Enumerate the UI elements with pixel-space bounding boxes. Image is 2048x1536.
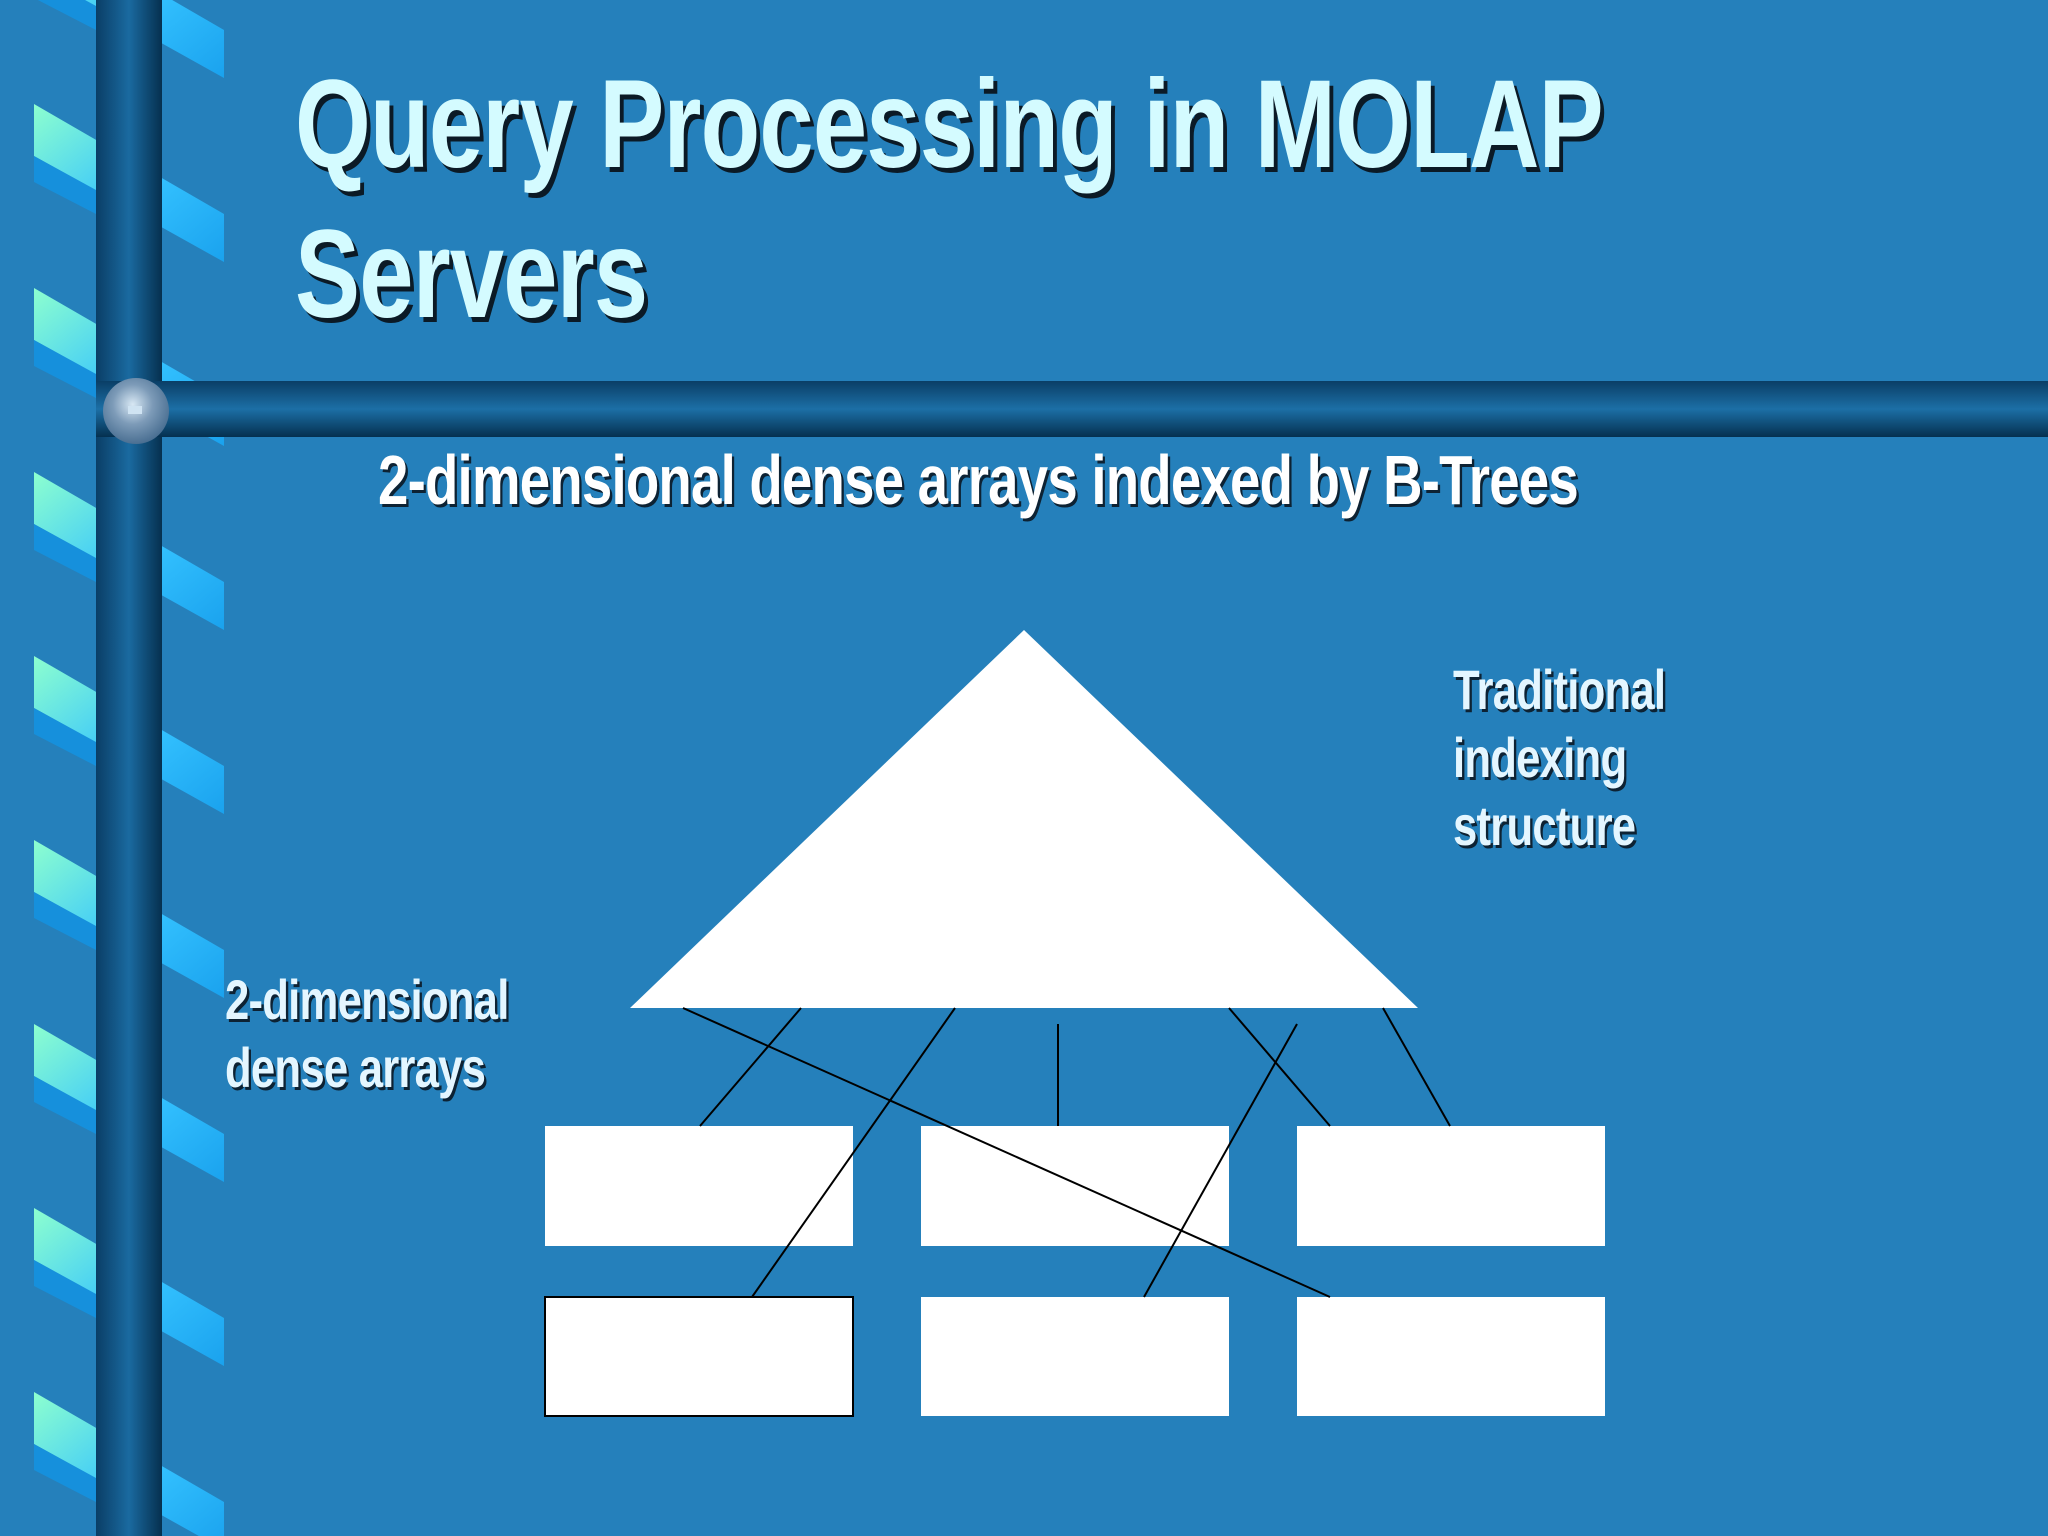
ribbon-fold [34,892,96,950]
ribbon-fold [34,1076,96,1134]
title-divider [96,381,2048,437]
index-label-line: structure [1453,794,1636,857]
ribbon-fold [37,0,96,30]
btree-index-triangle [630,630,1418,1008]
ribbon-fold [34,1444,96,1502]
slide-subtitle: 2-dimensional dense arrays indexed by B-… [378,441,1579,519]
dense-array-block [544,1296,854,1417]
decorative-pole [96,0,162,1536]
slide-title-line-2: Servers [295,205,648,344]
dense-array-block [1297,1297,1605,1416]
index-structure-label: Traditional indexing structure [1453,656,1666,860]
pointer-line [751,1007,956,1298]
index-label-line: indexing [1453,726,1627,789]
pointer-line [1143,1023,1298,1298]
slide-title: Query Processing in MOLAP Servers [295,50,1604,350]
pointer-line [682,1007,1331,1298]
ribbon-fold [34,708,96,766]
dense-array-block [921,1297,1229,1416]
ribbon-fold [34,524,96,582]
ribbon-fold [34,340,96,398]
pointer-line [1228,1007,1331,1127]
arrays-label-line: 2-dimensional [225,968,509,1031]
ribbon-fold [34,1260,96,1318]
ribbon-fold [34,156,96,214]
dense-array-block [1297,1126,1605,1246]
slide-title-line-1: Query Processing in MOLAP [295,55,1604,194]
arrays-label-line: dense arrays [225,1036,486,1099]
dense-arrays-label: 2-dimensional dense arrays [225,966,509,1102]
dense-array-block [921,1126,1229,1246]
index-label-line: Traditional [1453,658,1666,721]
dense-array-block [545,1126,853,1246]
pointer-line [1382,1007,1451,1127]
pointer-line [699,1007,802,1127]
